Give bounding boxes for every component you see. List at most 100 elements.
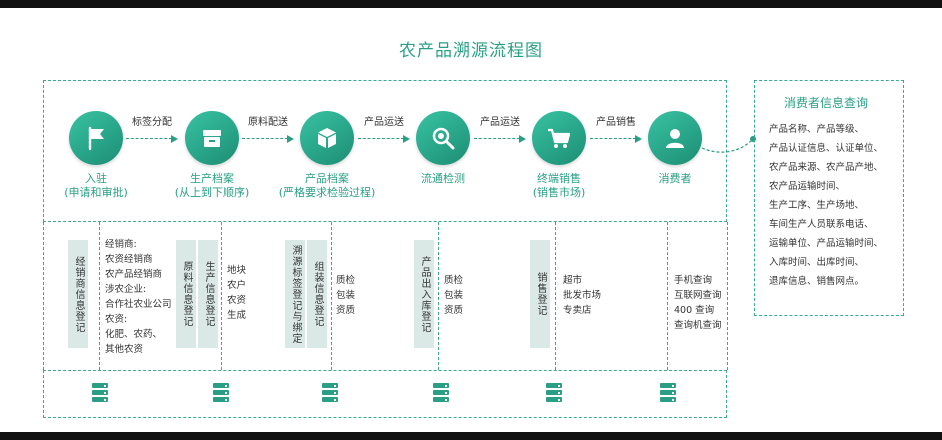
arrow-label-assign: 标签分配 xyxy=(124,113,180,144)
database-server-icon xyxy=(322,383,338,403)
list-item: 农户 xyxy=(227,280,247,291)
market-list: 超市 批发市场 专卖店 xyxy=(563,273,601,318)
step-label: 终端销售 xyxy=(537,172,581,185)
list-item: 生成 xyxy=(227,310,247,321)
consumer-info-line: 运输单位、产品运输时间、 xyxy=(769,238,884,249)
storage-list: 质检 包装 资质 xyxy=(444,273,463,318)
step-circulation-inspection: 流通检测 xyxy=(383,111,503,185)
consumer-info-line: 车间生产人员联系电话、 xyxy=(769,219,874,230)
column-divider xyxy=(555,222,556,370)
column-divider xyxy=(667,222,668,370)
step-label: 生产档案 xyxy=(190,172,234,185)
list-item: 其他农资 xyxy=(105,344,144,355)
arrow-material-delivery: 原料配送 xyxy=(240,113,296,144)
list-item: 400 查询 xyxy=(674,305,715,316)
consumer-info-line: 产品名称、产品等级、 xyxy=(769,124,865,135)
column-divider xyxy=(99,222,100,370)
step-label: 产品档案 xyxy=(305,172,349,185)
arrow-label: 产品运送 xyxy=(364,117,404,128)
assembly-list: 质检 包装 资质 xyxy=(336,273,355,318)
package-box-icon xyxy=(300,111,354,165)
list-item: 包装 xyxy=(444,290,464,301)
list-item: 地块 xyxy=(227,265,247,276)
top-border xyxy=(0,0,942,8)
arrow-right-icon xyxy=(356,134,412,144)
tag-trace-label-binding: 溯源标签登记与绑定 xyxy=(285,240,305,348)
list-item: 手机查询 xyxy=(674,275,713,286)
database-server-icon xyxy=(213,383,229,403)
arrow-right-icon xyxy=(472,134,528,144)
database-server-icon xyxy=(546,383,562,403)
list-item: 专卖店 xyxy=(563,305,592,316)
diagram-title: 农产品溯源流程图 xyxy=(399,41,543,61)
tag-sales-registration: 销售登记 xyxy=(530,240,550,348)
list-item: 质检 xyxy=(444,275,464,286)
arrow-product-transport-2: 产品运送 xyxy=(472,113,528,144)
list-item: 包装 xyxy=(336,290,356,301)
database-box xyxy=(43,370,727,418)
archive-box-icon xyxy=(185,111,239,165)
list-item: 经销商: xyxy=(105,239,137,250)
list-item: 农产品经销商 xyxy=(105,269,163,280)
column-divider xyxy=(438,222,439,370)
step-sublabel: (从上到下顺序) xyxy=(174,186,250,199)
step-sublabel: (严格要求检验过程) xyxy=(278,186,376,199)
list-item: 农资 xyxy=(227,295,247,306)
magnifier-icon xyxy=(416,111,470,165)
arrow-right-icon xyxy=(240,134,296,144)
query-list: 手机查询 互联网查询 400 查询 查询机查询 xyxy=(674,273,722,333)
database-server-icon xyxy=(433,383,449,403)
database-server-icon xyxy=(92,383,108,403)
step-label: 消费者 xyxy=(658,172,692,185)
bottom-border xyxy=(0,432,942,440)
consumer-info-line: 产品认证信息、认证单位、 xyxy=(769,143,884,154)
database-server-icon xyxy=(660,383,676,403)
step-production-archive: 生产档案 (从上到下顺序) xyxy=(152,111,272,201)
arrow-label: 产品销售 xyxy=(596,117,636,128)
step-consumer: 消费者 xyxy=(615,111,735,185)
list-item: 批发市场 xyxy=(563,290,602,301)
consumer-info-line: 生产工序、生产场地、 xyxy=(769,200,865,211)
process-box xyxy=(43,80,727,222)
consumer-info-list: 产品名称、产品等级、 产品认证信息、认证单位、 农产品来源、农产品产地、 农产品… xyxy=(769,120,895,291)
step-product-archive: 产品档案 (严格要求检验过程) xyxy=(267,111,387,201)
list-item: 涉农企业: xyxy=(105,284,147,295)
arrow-right-icon xyxy=(588,134,644,144)
list-item: 资质 xyxy=(444,305,464,316)
arrow-right-icon xyxy=(124,134,180,144)
shopping-cart-icon xyxy=(532,111,586,165)
list-item: 农资经销商 xyxy=(105,254,153,265)
list-item: 合作社农业公司 xyxy=(105,299,172,310)
list-item: 化肥、农药、 xyxy=(105,329,163,340)
tag-production-registration: 生产信息登记 xyxy=(198,240,218,348)
step-sublabel: (申请和审批) xyxy=(64,186,128,199)
consumer-info-line: 农产品运输时间、 xyxy=(769,181,846,192)
consumer-info-box xyxy=(754,80,904,316)
column-divider xyxy=(43,222,44,370)
list-item: 资质 xyxy=(336,305,356,316)
tag-text: 经销商信息登记 xyxy=(73,255,84,333)
arrow-label: 标签分配 xyxy=(132,117,172,128)
tag-dealer-registration: 经销商信息登记 xyxy=(68,240,88,348)
step-terminal-sales: 终端销售 (销售市场) xyxy=(499,111,619,201)
arrow-product-sales: 产品销售 xyxy=(588,113,644,144)
step-enter: 入驻 (申请和审批) xyxy=(36,111,156,201)
step-label: 流通检测 xyxy=(421,172,465,185)
flag-icon xyxy=(69,111,123,165)
list-item: 超市 xyxy=(563,275,583,286)
tag-assembly-registration: 组装信息登记 xyxy=(307,240,327,348)
production-list: 地块 农户 农资 生成 xyxy=(227,263,246,323)
consumer-info-line: 入库时间、出库时间、 xyxy=(769,257,865,268)
tag-text: 生产信息登记 xyxy=(203,261,214,327)
tag-text: 组装信息登记 xyxy=(312,261,323,327)
arrow-product-transport-1: 产品运送 xyxy=(356,113,412,144)
step-sublabel: (销售市场) xyxy=(532,186,586,199)
user-icon xyxy=(648,111,702,165)
tag-text: 溯源标签登记与绑定 xyxy=(290,244,301,344)
arrow-label: 产品运送 xyxy=(480,117,520,128)
column-divider xyxy=(727,222,728,370)
list-item: 质检 xyxy=(336,275,356,286)
tag-warehouse-registration: 产品出入库登记 xyxy=(414,240,434,348)
tag-text: 产品出入库登记 xyxy=(419,255,430,333)
tag-text: 销售登记 xyxy=(535,272,546,316)
